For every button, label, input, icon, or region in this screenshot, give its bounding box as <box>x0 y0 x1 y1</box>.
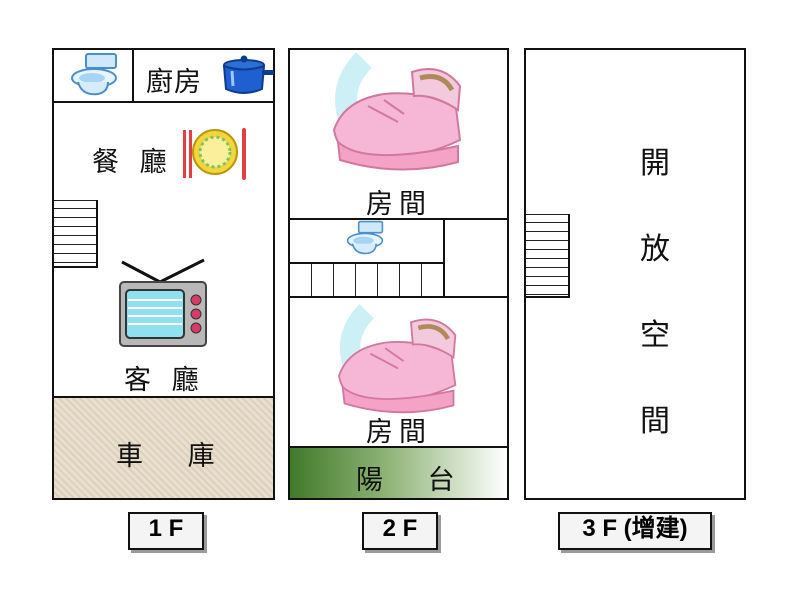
floor-1-toilet-room <box>52 48 134 103</box>
floor-2-stairs <box>288 262 445 298</box>
floor-3-stairs <box>524 214 570 298</box>
living-room-label: 客 廳 <box>124 365 205 396</box>
floor-2-room-bottom: 房間 <box>288 296 509 448</box>
garage-label: 車 庫 <box>116 441 233 472</box>
open-space-char-2: 放 <box>640 232 670 267</box>
garage-room: 車 庫 <box>52 396 275 500</box>
kitchen-label: 廚房 <box>146 67 202 98</box>
open-space-char-3: 空 <box>640 318 670 353</box>
plate-and-cutlery-icon <box>183 128 246 180</box>
room-top-label: 房間 <box>366 189 432 220</box>
open-space-char-4: 間 <box>640 404 670 439</box>
kitchen-room: 廚房 <box>132 48 275 103</box>
cradle-icon <box>338 304 457 414</box>
room-bottom-label: 房間 <box>366 417 432 448</box>
balcony-label: 陽 台 <box>356 465 473 496</box>
open-space-char-1: 開 <box>640 146 670 181</box>
dining-label: 餐 廳 <box>92 147 173 178</box>
toilet-icon <box>71 53 117 96</box>
cooking-pot-icon <box>222 55 274 94</box>
balcony-room: 陽 台 <box>288 446 509 500</box>
cradle-icon <box>332 52 462 171</box>
floor-3-tag: 3 F (增建) <box>558 512 712 550</box>
floor-2-room-top: 房間 <box>288 48 509 220</box>
floor-1-stairs <box>52 200 98 268</box>
toilet-icon <box>346 220 384 255</box>
floor-2-hall <box>443 218 509 298</box>
television-icon <box>119 258 207 347</box>
floor-1-tag: 1 F <box>128 512 204 550</box>
floor-2-tag: 2 F <box>362 512 438 550</box>
